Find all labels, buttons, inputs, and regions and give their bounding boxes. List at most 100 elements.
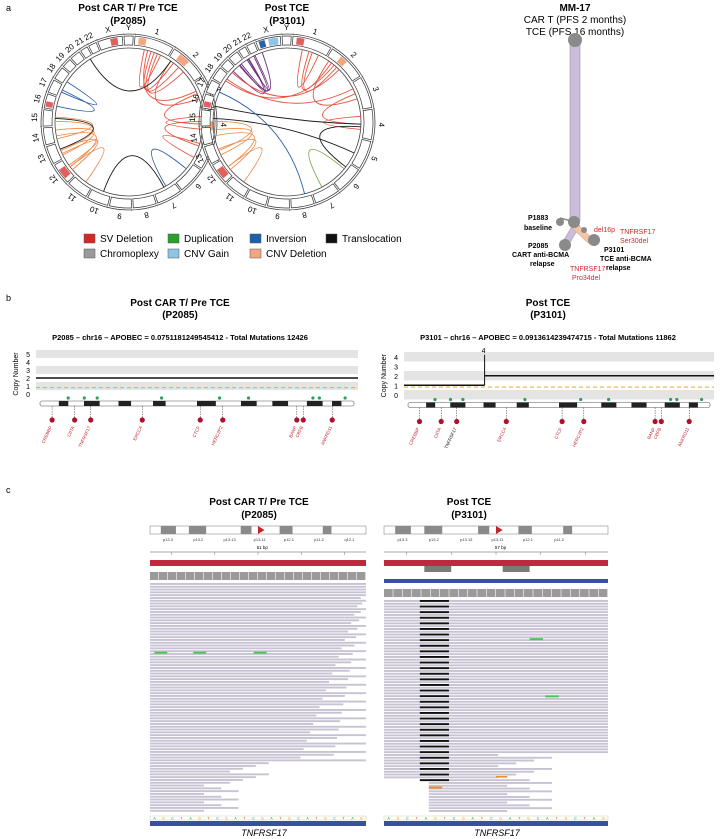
igv-read [384, 647, 608, 650]
chromosome-label: 3 [213, 85, 223, 93]
igv-coverage-cell [330, 572, 339, 580]
igv-base: G [499, 817, 502, 821]
igv-base: G [434, 817, 437, 821]
sv-link [217, 138, 257, 170]
circos-inner-ring [212, 47, 362, 197]
igv-read [384, 773, 517, 776]
igv-band-label: p13.13 [223, 537, 236, 542]
igv-base: T [556, 817, 559, 821]
igv-deletion-gap [419, 622, 449, 625]
sv-link [319, 125, 361, 168]
sv-link [103, 155, 165, 192]
igv-read [150, 644, 355, 647]
igv-read [150, 798, 239, 801]
chromosome-tick [332, 46, 335, 49]
igv-base: T [207, 817, 210, 821]
igv-coverage-cell [159, 572, 168, 580]
chromosome-label: 22 [83, 30, 95, 42]
igv-coverage-cell [542, 589, 552, 597]
chromosome-segment [68, 176, 92, 197]
igv-mismatch [193, 651, 207, 654]
gene-dot [438, 418, 444, 425]
gene-dot [139, 417, 145, 423]
cn-ideogram-band [153, 401, 166, 406]
igv-coverage-cell [514, 589, 524, 597]
chromosome-label: 15 [30, 112, 39, 122]
chromosome-segment [226, 176, 250, 197]
sv-link [61, 81, 97, 106]
igv-read [384, 731, 608, 734]
legend-swatch-inversion [249, 233, 262, 244]
igv-base: A [189, 817, 192, 821]
igv-insertion [496, 775, 508, 778]
tree-label-baseline: baseline [524, 225, 552, 232]
igv-ideogram-band [478, 526, 490, 534]
chromosome-label: 9 [274, 211, 280, 220]
chromosome-segment [333, 164, 360, 191]
igv-band-label: p13.11 [254, 537, 267, 542]
igv-base: C [333, 817, 336, 821]
tree-node-p3101 [588, 234, 600, 246]
chromosome-label: 16 [32, 93, 43, 104]
cn-ideogram-band [83, 401, 100, 406]
chromosome-segment [327, 48, 361, 82]
cn-ideogram-band [688, 402, 698, 408]
igv-read [150, 725, 366, 728]
igv-read [150, 583, 366, 585]
igv-read [150, 636, 356, 639]
cn-ylabel: Copy Number [381, 353, 388, 397]
igv-coverage-cell [357, 572, 366, 580]
legend-swatch-chromoplexy [83, 248, 96, 259]
circos-inner-ring [54, 47, 204, 197]
igv-read [384, 605, 608, 608]
cn-ideogram-band [306, 401, 323, 406]
igv-read [150, 804, 222, 807]
circos-left-subtitle: (P2085) [110, 16, 146, 27]
sv-link [61, 139, 98, 166]
igv-band-label: p13.3 [163, 537, 174, 542]
igv-band-label: p12.1 [284, 537, 295, 542]
tree-label-p2085: P2085 [528, 243, 548, 250]
gene-label: BANP [288, 425, 298, 438]
igv-deletion-gap [419, 678, 449, 681]
chromosome-tick [201, 170, 204, 172]
igv-coverage-cell [195, 572, 204, 580]
chromosome-tick [314, 204, 316, 207]
igv-read [384, 628, 608, 630]
sv-link [55, 128, 95, 156]
tree-label-p3101-l2: relapse [606, 265, 631, 272]
igv-coverage-cell [231, 572, 240, 580]
cn-mutation-dot [461, 397, 465, 402]
igv-deletion-gap [419, 616, 449, 619]
igv-bp-label: 57 bp [495, 545, 507, 550]
igv-coverage-cell [496, 589, 505, 597]
igv-read [384, 709, 608, 712]
igv-read [150, 711, 342, 714]
igv-read [150, 613, 355, 616]
chromosome-label: 7 [327, 200, 336, 210]
igv-base: T [315, 817, 318, 821]
cn-ideogram-band [516, 402, 529, 408]
igv-centromere [258, 526, 265, 534]
cn-ytick: 4 [394, 355, 398, 362]
igv-read [150, 723, 314, 725]
gene-dot [220, 417, 226, 423]
igv-base: A [234, 817, 237, 821]
igv-reference-bar [150, 821, 366, 826]
cn-left-stats: P2085 – chr16 – APOBEC = 0.0751181249545… [52, 333, 308, 342]
sv-link [138, 49, 162, 88]
cn-mutation-dot [217, 396, 222, 400]
igv-read [150, 588, 366, 591]
igv-base: T [481, 817, 484, 821]
chromosome-label: X [262, 25, 270, 35]
igv-base: A [546, 817, 549, 821]
igv-deletion-gap [419, 684, 449, 686]
igv-read [150, 675, 366, 678]
chromosome-tick [226, 55, 229, 58]
chromosome-segment [200, 126, 214, 146]
igv-exon-block [502, 566, 530, 572]
chromosome-segment [361, 108, 374, 141]
cn-ideogram-band [601, 402, 617, 408]
chromosome-label: 13 [36, 152, 48, 164]
igv-coverage-cell [402, 589, 412, 597]
